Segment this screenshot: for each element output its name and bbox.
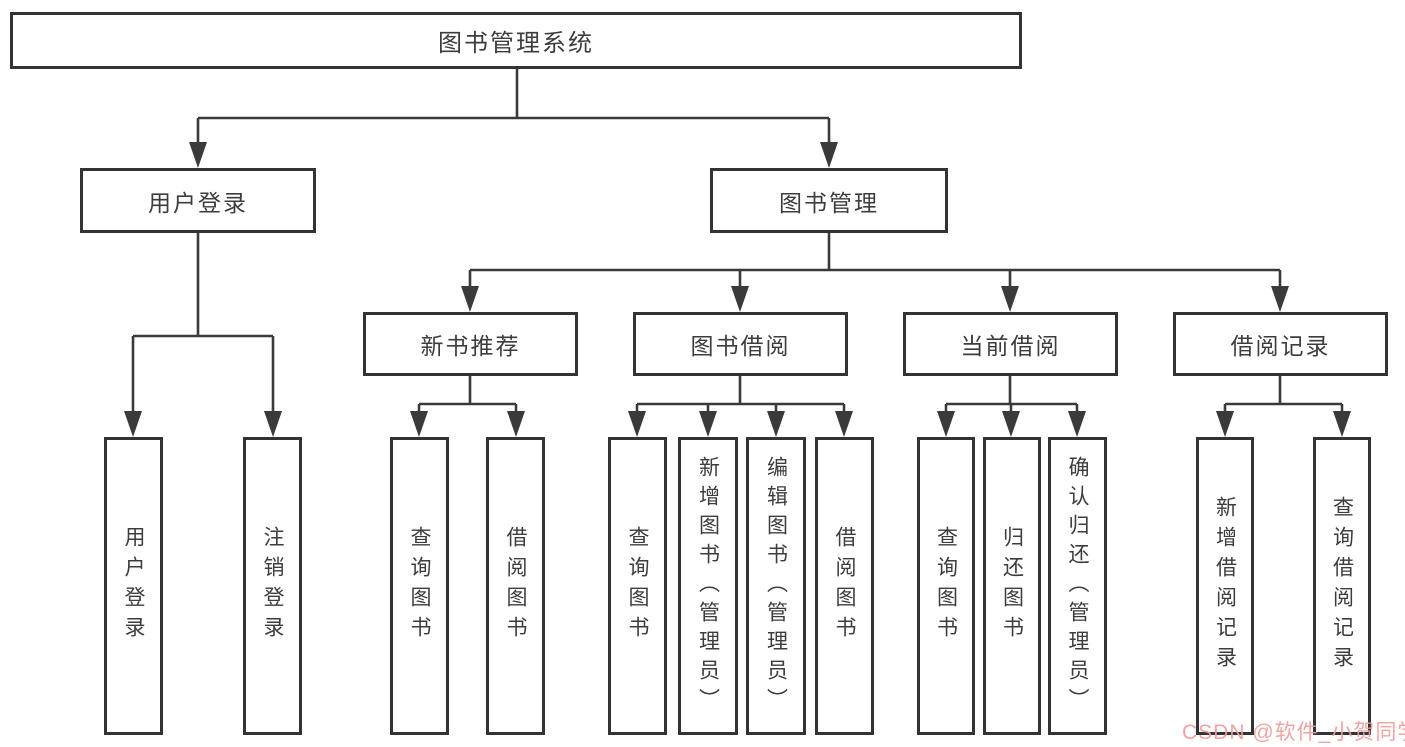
leaf-borrow-books-label: 借阅图书: [833, 526, 856, 646]
leaf-edit-books-admin-label: 编辑图书（管理员）: [764, 455, 788, 717]
leaf-query-books-recommend: 查询图书: [390, 437, 449, 735]
node-user-login-label: 用户登录: [148, 189, 248, 216]
leaf-edit-books-admin: 编辑图书（管理员）: [746, 437, 806, 735]
arrowheads: [124, 142, 1351, 437]
leaf-user-login-label: 用户登录: [122, 526, 145, 646]
leaf-confirm-return-admin: 确认归还（管理员）: [1048, 437, 1107, 735]
leaf-query-borrow-record: 查询借阅记录: [1313, 437, 1371, 735]
leaf-logout: 注销登录: [243, 437, 302, 735]
leaf-confirm-return-admin-label: 确认归还（管理员）: [1066, 455, 1089, 717]
leaf-add-borrow-record: 新增借阅记录: [1196, 437, 1254, 735]
node-user-login: 用户登录: [80, 168, 316, 233]
node-current-borrow: 当前借阅: [903, 312, 1118, 376]
leaf-return-books-label: 归还图书: [1000, 526, 1024, 646]
leaf-add-borrow-record-label: 新增借阅记录: [1213, 496, 1237, 676]
leaf-query-books-borrow-label: 查询图书: [626, 526, 649, 646]
node-current-borrow-label: 当前借阅: [960, 333, 1061, 359]
leaf-borrow-books: 借阅图书: [815, 437, 874, 735]
leaf-add-books-admin: 新增图书（管理员）: [678, 437, 738, 735]
leaf-query-books-current-label: 查询图书: [934, 526, 958, 646]
leaf-borrow-books-recommend-label: 借阅图书: [504, 526, 527, 646]
leaf-user-login: 用户登录: [104, 437, 163, 735]
leaf-query-books-current: 查询图书: [917, 437, 975, 735]
node-root: 图书管理系统: [10, 12, 1022, 69]
node-root-label: 图书管理系统: [438, 30, 594, 57]
node-book-borrow: 图书借阅: [633, 312, 848, 376]
watermark: CSDN @软件_小贺同学: [1182, 721, 1405, 744]
leaf-query-borrow-record-label: 查询借阅记录: [1330, 496, 1354, 676]
leaf-logout-label: 注销登录: [261, 526, 284, 646]
node-book-borrow-label: 图书借阅: [690, 333, 791, 359]
node-book-management-label: 图书管理: [779, 189, 879, 216]
leaf-add-books-admin-label: 新增图书（管理员）: [696, 455, 720, 717]
node-borrow-records: 借阅记录: [1173, 312, 1388, 376]
node-new-book-recommend: 新书推荐: [363, 312, 578, 376]
node-borrow-records-label: 借阅记录: [1230, 333, 1331, 359]
node-book-management: 图书管理: [710, 168, 948, 233]
leaf-borrow-books-recommend: 借阅图书: [486, 437, 545, 735]
node-new-book-recommend-label: 新书推荐: [420, 333, 521, 359]
leaf-return-books: 归还图书: [983, 437, 1041, 735]
leaf-query-books-borrow: 查询图书: [608, 437, 667, 735]
leaf-query-books-recommend-label: 查询图书: [408, 526, 431, 646]
